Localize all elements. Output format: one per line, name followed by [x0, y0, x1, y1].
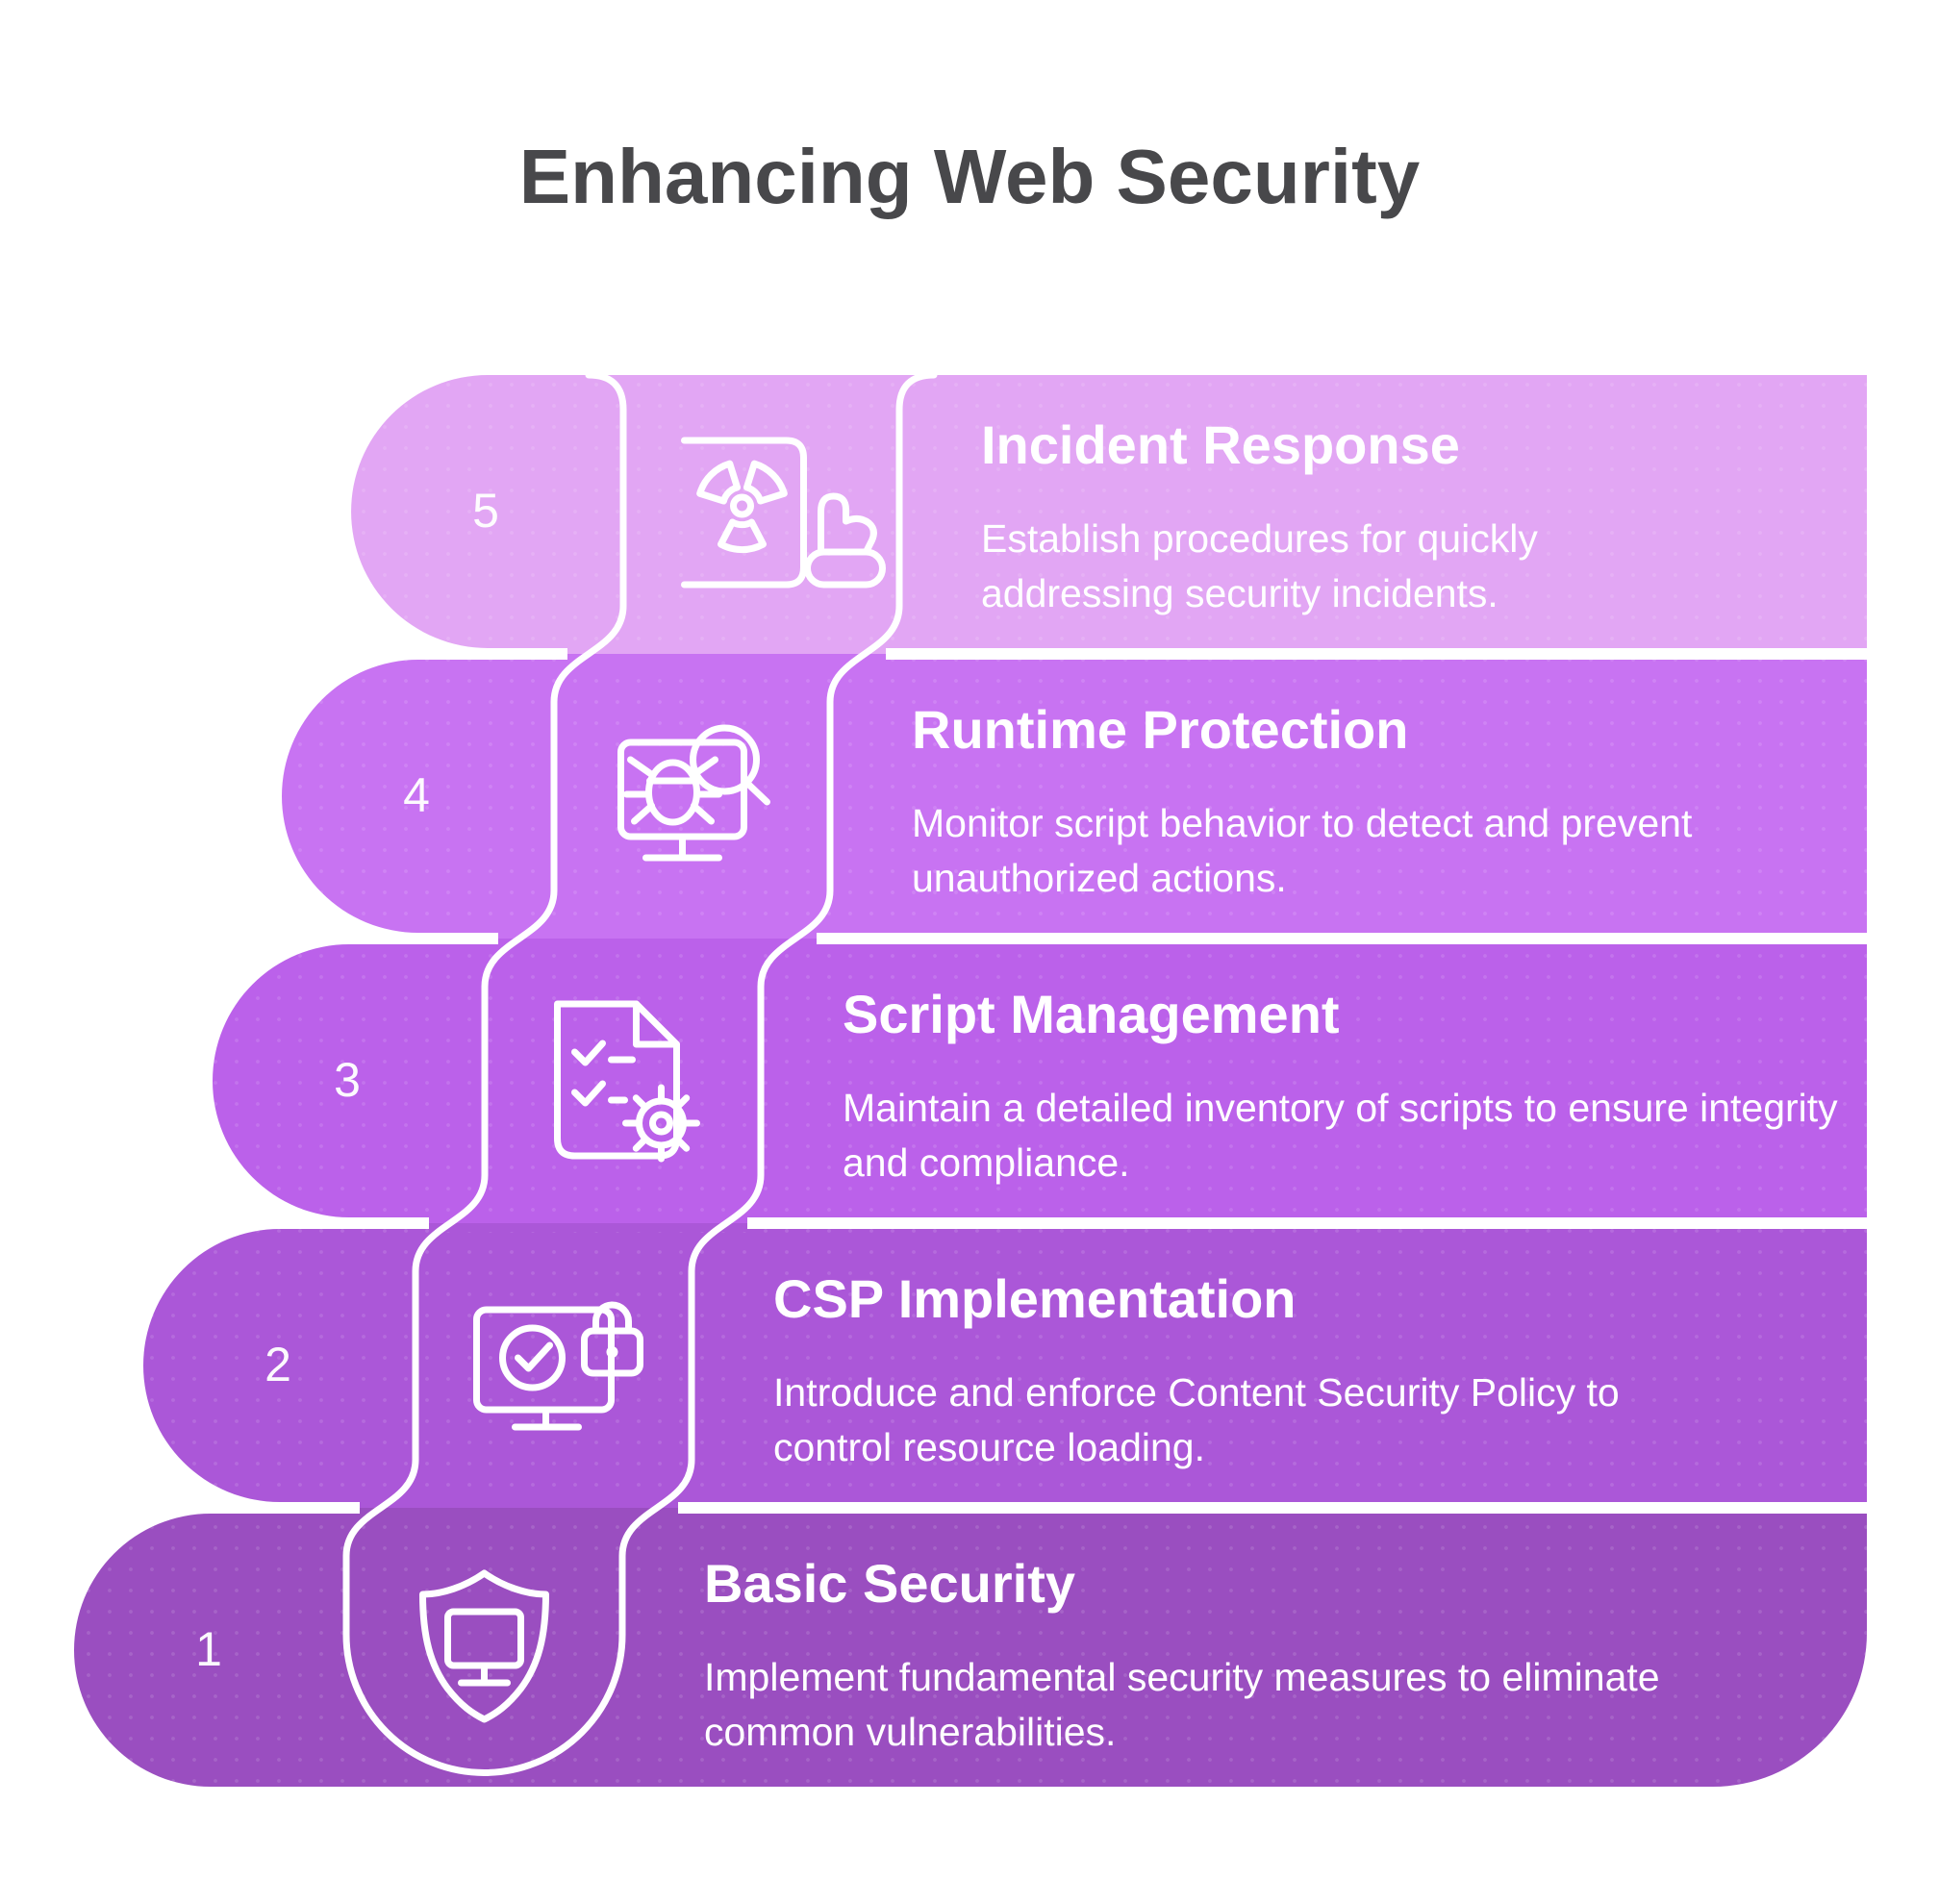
step-description: Monitor script behavior to detect and pr…: [912, 801, 1693, 900]
step-description: Establish procedures for quickly address…: [981, 516, 1538, 615]
step-description: Introduce and enforce Content Security P…: [773, 1370, 1620, 1469]
dot-texture: [74, 375, 1867, 1787]
capsule-ribbon: [342, 371, 938, 1776]
incident-response-icon: [681, 437, 886, 589]
step-title: CSP Implementation: [773, 1268, 1297, 1329]
step-number: 5: [472, 484, 499, 538]
step-description: Maintain a detailed inventory of scripts…: [843, 1086, 1838, 1185]
csp-implementation-icon: [473, 1301, 643, 1431]
script-management-icon: [554, 1000, 700, 1163]
step-description: Implement fundamental security measures …: [704, 1655, 1660, 1754]
step-number: 1: [195, 1622, 222, 1676]
basic-security-icon: [419, 1569, 549, 1723]
step-number: 4: [403, 768, 430, 822]
runtime-protection-icon: [617, 724, 770, 862]
step-number: 3: [334, 1053, 361, 1107]
page-title: Enhancing Web Security: [518, 134, 1421, 219]
ribbon-bridges: [360, 645, 886, 1516]
step-title: Incident Response: [981, 414, 1460, 475]
step-title: Basic Security: [704, 1553, 1075, 1614]
step-title: Script Management: [843, 984, 1340, 1044]
step-title: Runtime Protection: [912, 699, 1409, 760]
step-number: 2: [264, 1338, 291, 1391]
